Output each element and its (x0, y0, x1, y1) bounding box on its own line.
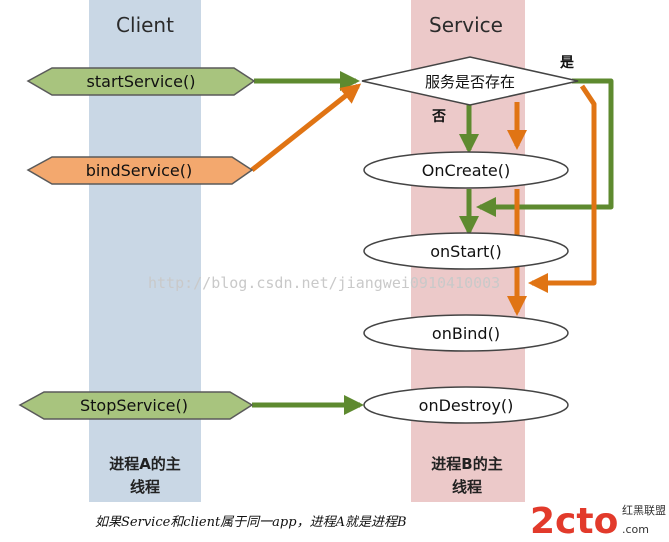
decision-no-label: 否 (431, 109, 446, 125)
on-start-label: onStart() (430, 242, 502, 261)
decision-label: 服务是否存在 (425, 73, 515, 91)
on-create-label: OnCreate() (422, 161, 510, 180)
on-create-node: OnCreate() (363, 151, 569, 189)
arrow-decision-yes-bind (528, 84, 597, 293)
bottom-caption: 如果Service和client属于同一app，进程A就是进程B (95, 515, 407, 530)
bind-service-node: bindService() (26, 156, 254, 185)
on-bind-node: onBind() (363, 314, 569, 352)
client-footer-line1: 进程A的主 (109, 455, 181, 473)
site-logo: 2cto .com 红黑联盟 (530, 501, 666, 542)
start-service-node: startService() (26, 67, 256, 96)
service-lane-title: Service (429, 13, 503, 37)
on-bind-label: onBind() (432, 324, 500, 343)
service-footer-line2: 线程 (452, 478, 482, 496)
logo-com: .com (622, 523, 649, 536)
on-destroy-label: onDestroy() (419, 396, 514, 415)
arrow-bind-to-decision (250, 83, 362, 172)
on-destroy-node: onDestroy() (363, 386, 569, 424)
arrow-decision-yes (476, 78, 614, 217)
logo-sub: 红黑联盟 (622, 504, 666, 517)
service-exists-decision: 服务是否存在 (361, 56, 579, 106)
logo-main: 2cto (530, 501, 618, 542)
client-lane-title: Client (116, 13, 174, 37)
on-start-node: onStart() (363, 232, 569, 270)
orange-arrows (250, 83, 597, 316)
client-footer-line2: 线程 (130, 478, 160, 496)
stop-service-node: StopService() (18, 391, 254, 420)
bind-service-label: bindService() (86, 161, 193, 180)
green-arrows (252, 71, 614, 415)
decision-yes-label: 是 (560, 55, 575, 71)
stop-service-label: StopService() (80, 396, 188, 415)
watermark-url: http://blog.csdn.net/jiangwei0910410003 (148, 274, 500, 292)
service-footer-line1: 进程B的主 (431, 455, 502, 473)
start-service-label: startService() (87, 72, 196, 91)
